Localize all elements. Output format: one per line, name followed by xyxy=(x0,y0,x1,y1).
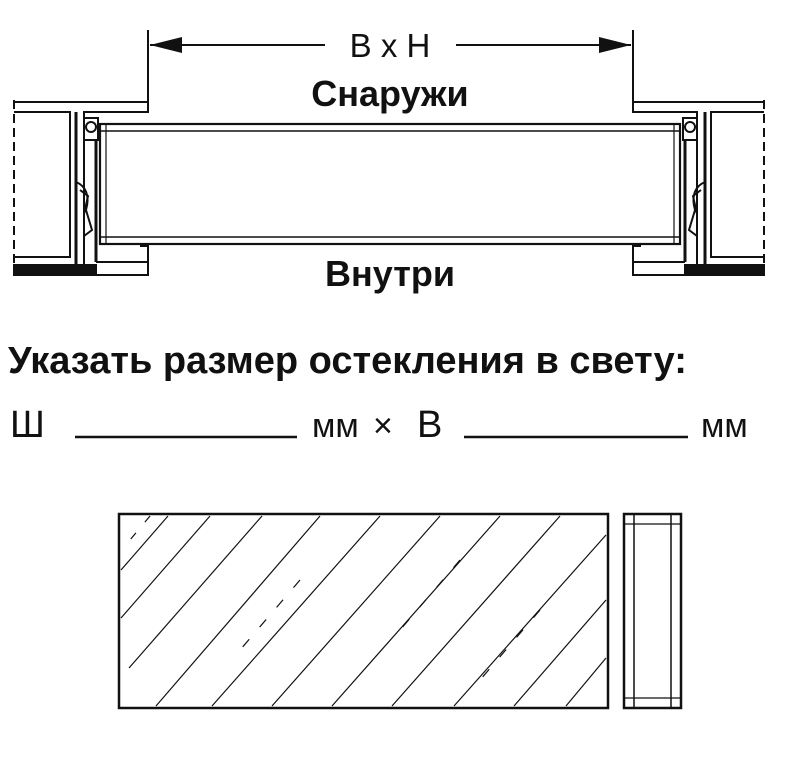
glass-pane-outline xyxy=(117,512,610,710)
times-sign: × xyxy=(373,407,393,445)
glass-pane-side-view xyxy=(622,512,683,710)
dimension-label: B x H xyxy=(350,27,431,64)
side-view-outline xyxy=(622,512,683,710)
arrowhead-left-icon xyxy=(150,37,182,53)
glass-hatching xyxy=(120,515,607,707)
right-profile-outer xyxy=(632,101,764,266)
left-profile-outer xyxy=(14,101,149,266)
instruction-heading: Указать размер остекления в свету: xyxy=(8,340,687,382)
arrowhead-right-icon xyxy=(599,37,631,53)
width-letter: Ш xyxy=(10,404,45,446)
dimension-indicator xyxy=(147,30,634,102)
height-unit: мм xyxy=(701,407,748,445)
inside-label: Внутри xyxy=(325,253,455,294)
width-unit: мм xyxy=(312,407,359,445)
frame-cross-section xyxy=(13,100,765,276)
right-profile-inner xyxy=(710,111,764,258)
height-letter: В xyxy=(417,404,442,446)
left-frame-profile xyxy=(13,100,149,276)
right-frame-profile xyxy=(632,100,765,276)
measurement-form: Ш мм × В мм xyxy=(10,404,748,446)
glass-pane-cross-section xyxy=(98,122,682,246)
left-profile-inner xyxy=(14,111,71,258)
outside-label: Снаружи xyxy=(311,73,468,114)
glass-pane-front-view xyxy=(117,512,610,710)
